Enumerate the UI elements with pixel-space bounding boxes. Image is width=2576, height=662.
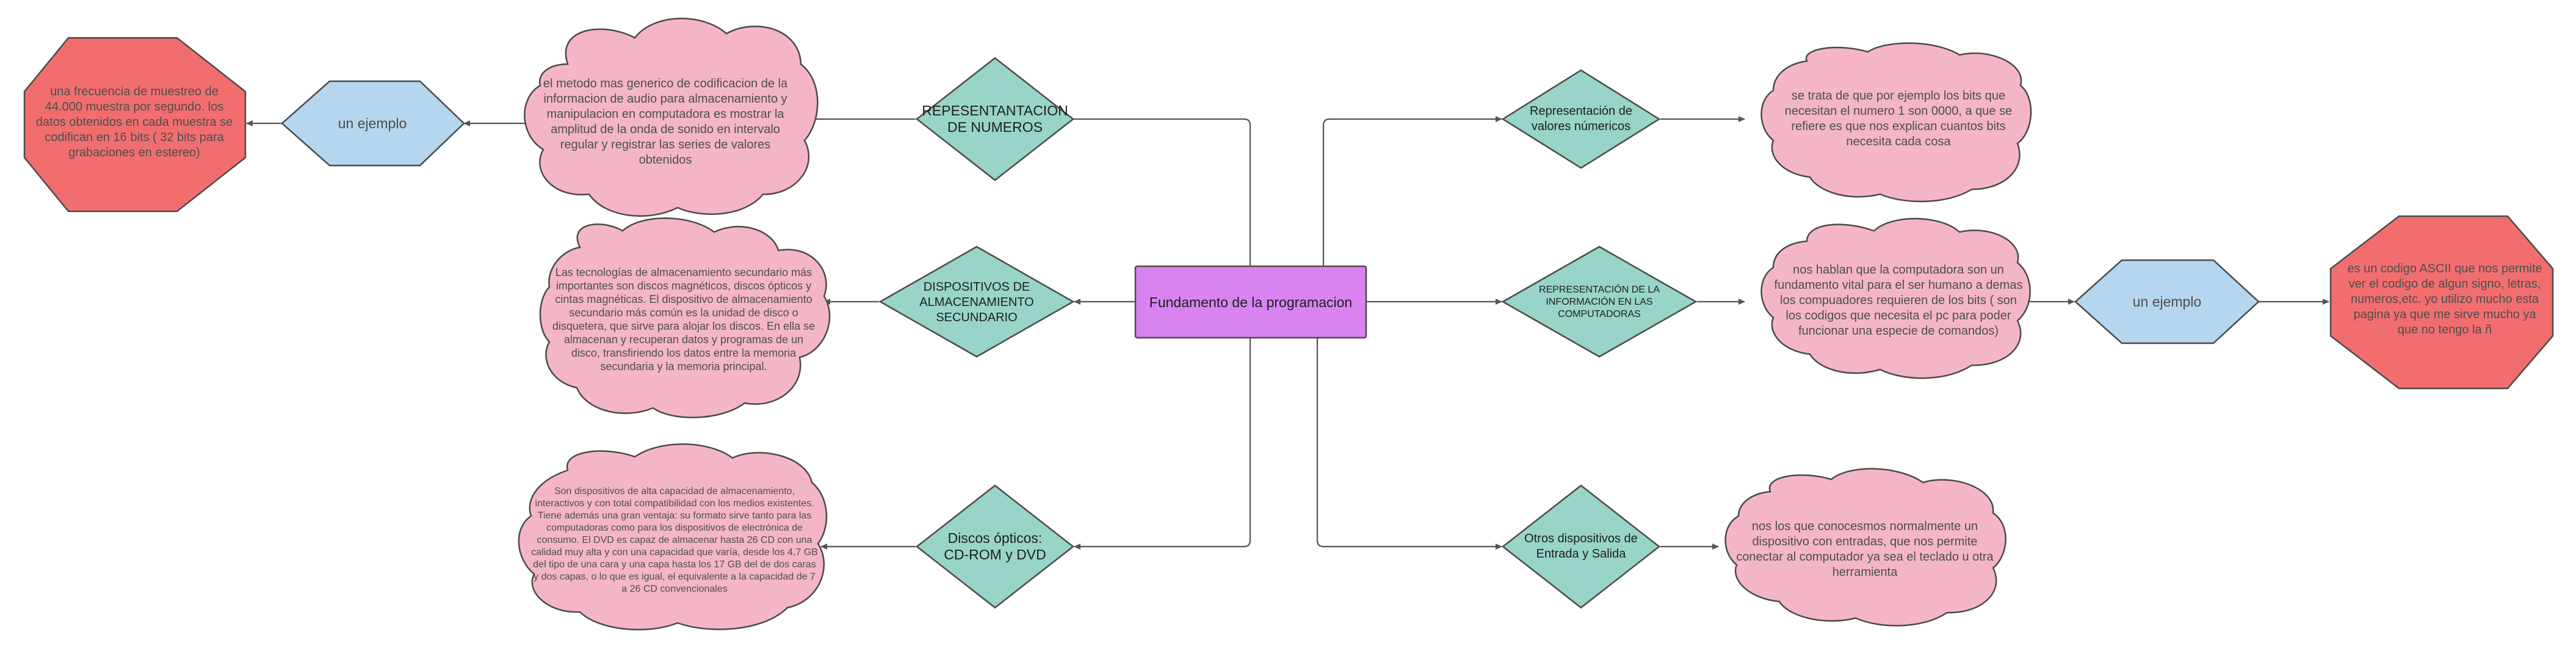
octagon-right — [2329, 215, 2554, 390]
cloud-numeros-text: el metodo mas generico de codificacion d… — [543, 77, 788, 167]
connector-central-to-opticos — [1074, 338, 1251, 550]
octagon-left-text: una frecuencia de muestreo de 44.000 mue… — [35, 84, 233, 159]
hexagon-left — [281, 80, 465, 167]
cloud-almacenamiento-text: Las tecnologías de almacenamiento secund… — [552, 266, 816, 373]
diamond-almacenamiento — [878, 246, 1075, 358]
diamond-informacion — [1501, 246, 1698, 358]
octagon-left — [23, 37, 247, 213]
cloud-numeros — [524, 18, 819, 217]
hexagon-right — [2074, 259, 2260, 344]
diamond-opticos-label: Discos ópticos: CD-ROM y DVD — [944, 530, 1046, 562]
central-box — [1134, 265, 1367, 339]
cloud-informacion — [1760, 217, 2031, 379]
cloud-entrada — [1724, 468, 2006, 627]
connector-central-to-numeros — [1031, 116, 1251, 266]
hexagon-left-label: un ejemplo — [338, 115, 407, 131]
hexagon-right-label: un ejemplo — [2132, 293, 2202, 310]
cloud-entrada-text: nos los que conocesmos normalmente un di… — [1736, 520, 1994, 579]
diamond-entrada — [1501, 484, 1661, 609]
octagon-right-text: es un codigo ASCII que nos permite ver e… — [2347, 261, 2542, 336]
connector-central-to-valores — [1322, 116, 1502, 266]
diamond-valores-label: Representación de valores númericos — [1530, 104, 1632, 133]
cloud-opticos-text: Son dispositivos de alta capacidad de al… — [531, 486, 818, 594]
cloud-informacion-text: nos hablan que la computadora son un fun… — [1774, 263, 2023, 338]
cloud-valores-text: se trata de que por ejemplo los bits que… — [1784, 89, 2013, 148]
diamond-opticos — [915, 484, 1075, 609]
cloud-valores — [1760, 42, 2032, 203]
diamond-numeros — [915, 57, 1075, 181]
connector-central-to-entrada — [1316, 338, 1502, 550]
diamond-numeros-label: REPESENTANTACION DE NUMEROS — [922, 103, 1068, 135]
diamond-informacion-label: REPRESENTACIÓN DE LA INFORMACIÓN EN LAS … — [1539, 285, 1660, 319]
cloud-opticos — [518, 443, 828, 631]
diamond-entrada-label: Otros dispositivos de Entrada y Salida — [1524, 532, 1638, 561]
diamond-almacenamiento-label: DISPOSITIVOS DE ALMACENAMIENTO SECUNDARI… — [919, 280, 1034, 324]
cloud-almacenamiento — [539, 217, 831, 418]
diamond-valores — [1501, 69, 1661, 169]
central-label: Fundamento de la programacion — [1149, 294, 1353, 310]
